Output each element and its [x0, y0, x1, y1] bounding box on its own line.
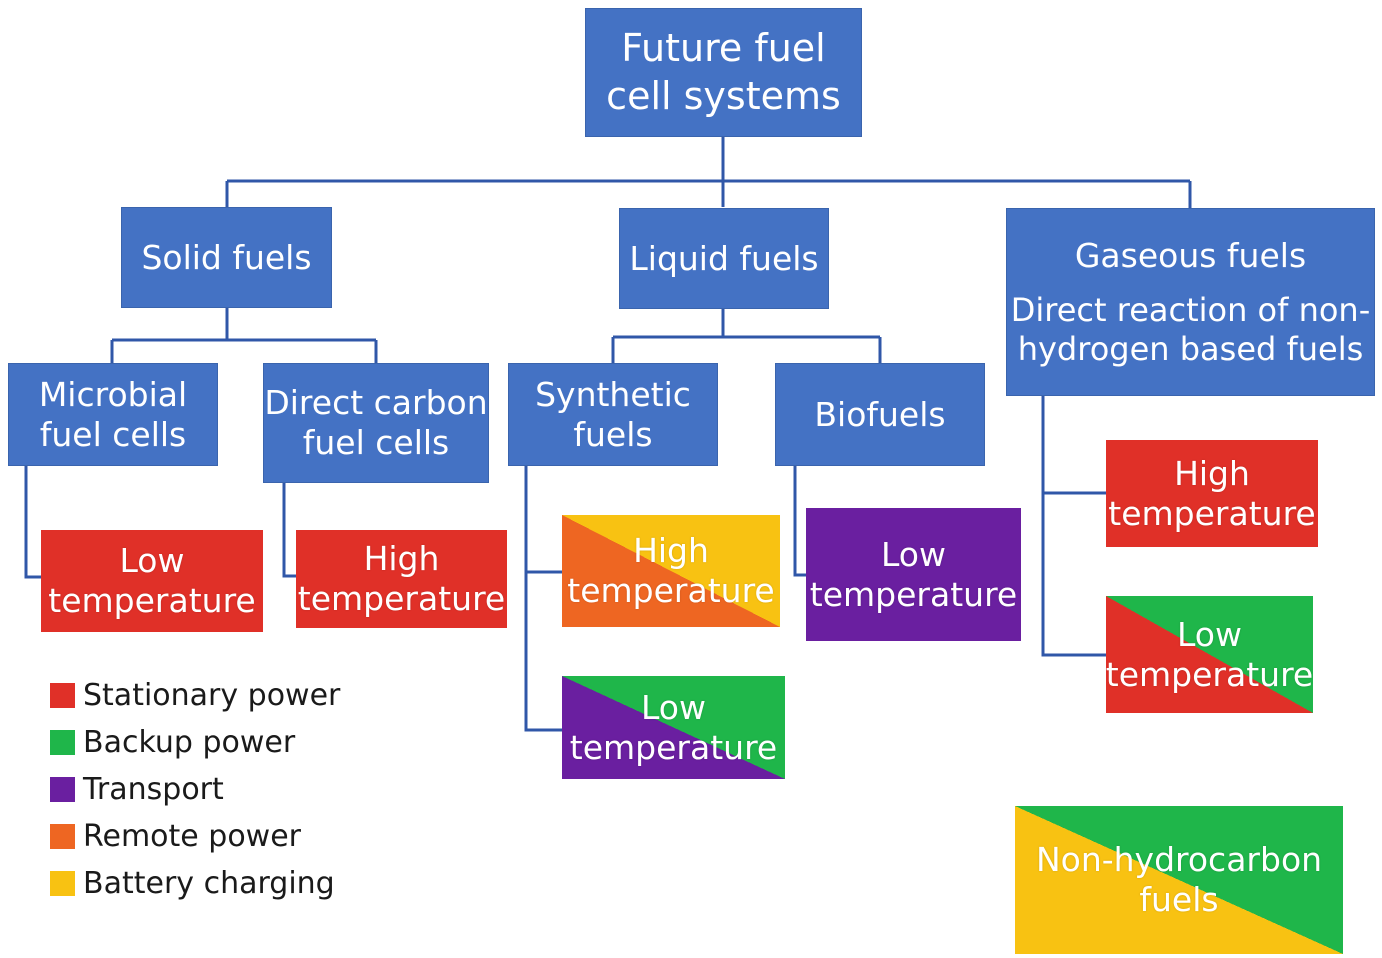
temp-box-synthetic-low: Low temperature	[562, 676, 785, 779]
temp-box-gaseous-high: High temperature	[1106, 440, 1318, 547]
temp-box-synthetic-low-line2: temperature	[569, 727, 778, 767]
legend-label-stationary-power: Stationary power	[83, 678, 341, 713]
node-synthetic-fuels: Synthetic fuels	[508, 363, 718, 466]
node-liquid-fuels: Liquid fuels	[619, 208, 829, 309]
node-dcfc-line1: Direct carbon	[264, 383, 488, 423]
non-hydrocarbon-fuels-box: Non-hydrocarbon fuels	[1015, 806, 1343, 954]
connector-dcfc-temp	[282, 483, 296, 578]
temp-box-synthetic-low-line1: Low	[641, 687, 706, 727]
connector-synthetic-temps	[524, 466, 562, 732]
legend-item-battery-charging: Battery charging	[50, 860, 340, 907]
temp-box-biofuels-low: Low temperature	[806, 508, 1021, 641]
connector-gaseous-temps	[1041, 396, 1106, 657]
temp-box-dcfc-high: High temperature	[296, 530, 507, 628]
node-synthetic-line1: Synthetic	[535, 374, 691, 414]
temp-box-synthetic-high: High temperature	[562, 515, 780, 627]
connector-microbial-temp	[24, 466, 41, 579]
node-biofuels: Biofuels	[775, 363, 985, 466]
node-gaseous-fuels: Gaseous fuels Direct reaction of non- hy…	[1006, 208, 1375, 396]
non-hydrocarbon-line1: Non-hydrocarbon	[1035, 840, 1323, 880]
node-dcfc-line2: fuel cells	[302, 423, 450, 462]
connector-biofuels-temp	[793, 466, 806, 577]
node-gaseous-sub-line1: Direct reaction of non-	[1010, 291, 1371, 330]
legend-swatch-stationary-power	[50, 683, 75, 708]
temp-box-synthetic-high-line1: High	[633, 531, 709, 571]
node-microbial-line1: Microbial	[38, 374, 188, 414]
legend-item-remote-power: Remote power	[50, 813, 340, 860]
node-solid-fuels-label: Solid fuels	[141, 237, 312, 277]
temp-box-gaseous-high-line1: High	[1174, 453, 1250, 493]
temp-box-gaseous-low-line2: temperature	[1105, 654, 1314, 694]
legend-label-transport: Transport	[83, 772, 224, 807]
node-solid-fuels: Solid fuels	[121, 207, 332, 308]
node-microbial-fuel-cells: Microbial fuel cells	[8, 363, 218, 466]
root-node-future-fuel-cell-systems: Future fuel cell systems	[585, 8, 862, 137]
node-synthetic-line2: fuels	[573, 414, 653, 454]
temp-box-dcfc-line1: High	[363, 539, 440, 579]
legend-item-transport: Transport	[50, 766, 340, 813]
legend-item-stationary-power: Stationary power	[50, 672, 340, 719]
temp-box-biofuels-line2: temperature	[809, 574, 1018, 614]
legend-swatch-backup-power	[50, 730, 75, 755]
node-direct-carbon-fuel-cells: Direct carbon fuel cells	[263, 363, 489, 483]
legend: Stationary power Backup power Transport …	[50, 672, 340, 907]
temp-box-biofuels-line1: Low	[881, 534, 946, 574]
root-node-line2: cell systems	[606, 73, 841, 118]
temp-box-dcfc-line2: temperature	[297, 579, 506, 618]
temp-box-microbial-line1: Low	[119, 541, 185, 581]
legend-label-remote-power: Remote power	[83, 819, 302, 854]
temp-box-microbial-low: Low temperature	[41, 530, 263, 632]
temp-box-gaseous-high-line2: temperature	[1108, 493, 1316, 533]
temp-box-synthetic-high-line2: temperature	[567, 571, 775, 610]
legend-swatch-transport	[50, 777, 75, 802]
legend-label-backup-power: Backup power	[83, 725, 296, 760]
node-gaseous-sub-line2: hydrogen based fuels	[1017, 329, 1364, 368]
legend-item-backup-power: Backup power	[50, 719, 340, 766]
node-gaseous-fuels-label: Gaseous fuels	[1074, 235, 1307, 275]
legend-swatch-battery-charging	[50, 871, 75, 896]
temp-box-gaseous-low-line1: Low	[1177, 614, 1242, 654]
root-node-line1: Future fuel	[621, 26, 826, 70]
legend-label-battery-charging: Battery charging	[83, 866, 335, 901]
node-biofuels-label: Biofuels	[814, 394, 946, 434]
temp-box-gaseous-low: Low temperature	[1106, 596, 1313, 713]
node-liquid-fuels-label: Liquid fuels	[629, 238, 819, 278]
temp-box-microbial-line2: temperature	[48, 581, 256, 620]
node-microbial-line2: fuel cells	[39, 414, 187, 454]
non-hydrocarbon-line2: fuels	[1139, 880, 1219, 919]
legend-swatch-remote-power	[50, 824, 75, 849]
